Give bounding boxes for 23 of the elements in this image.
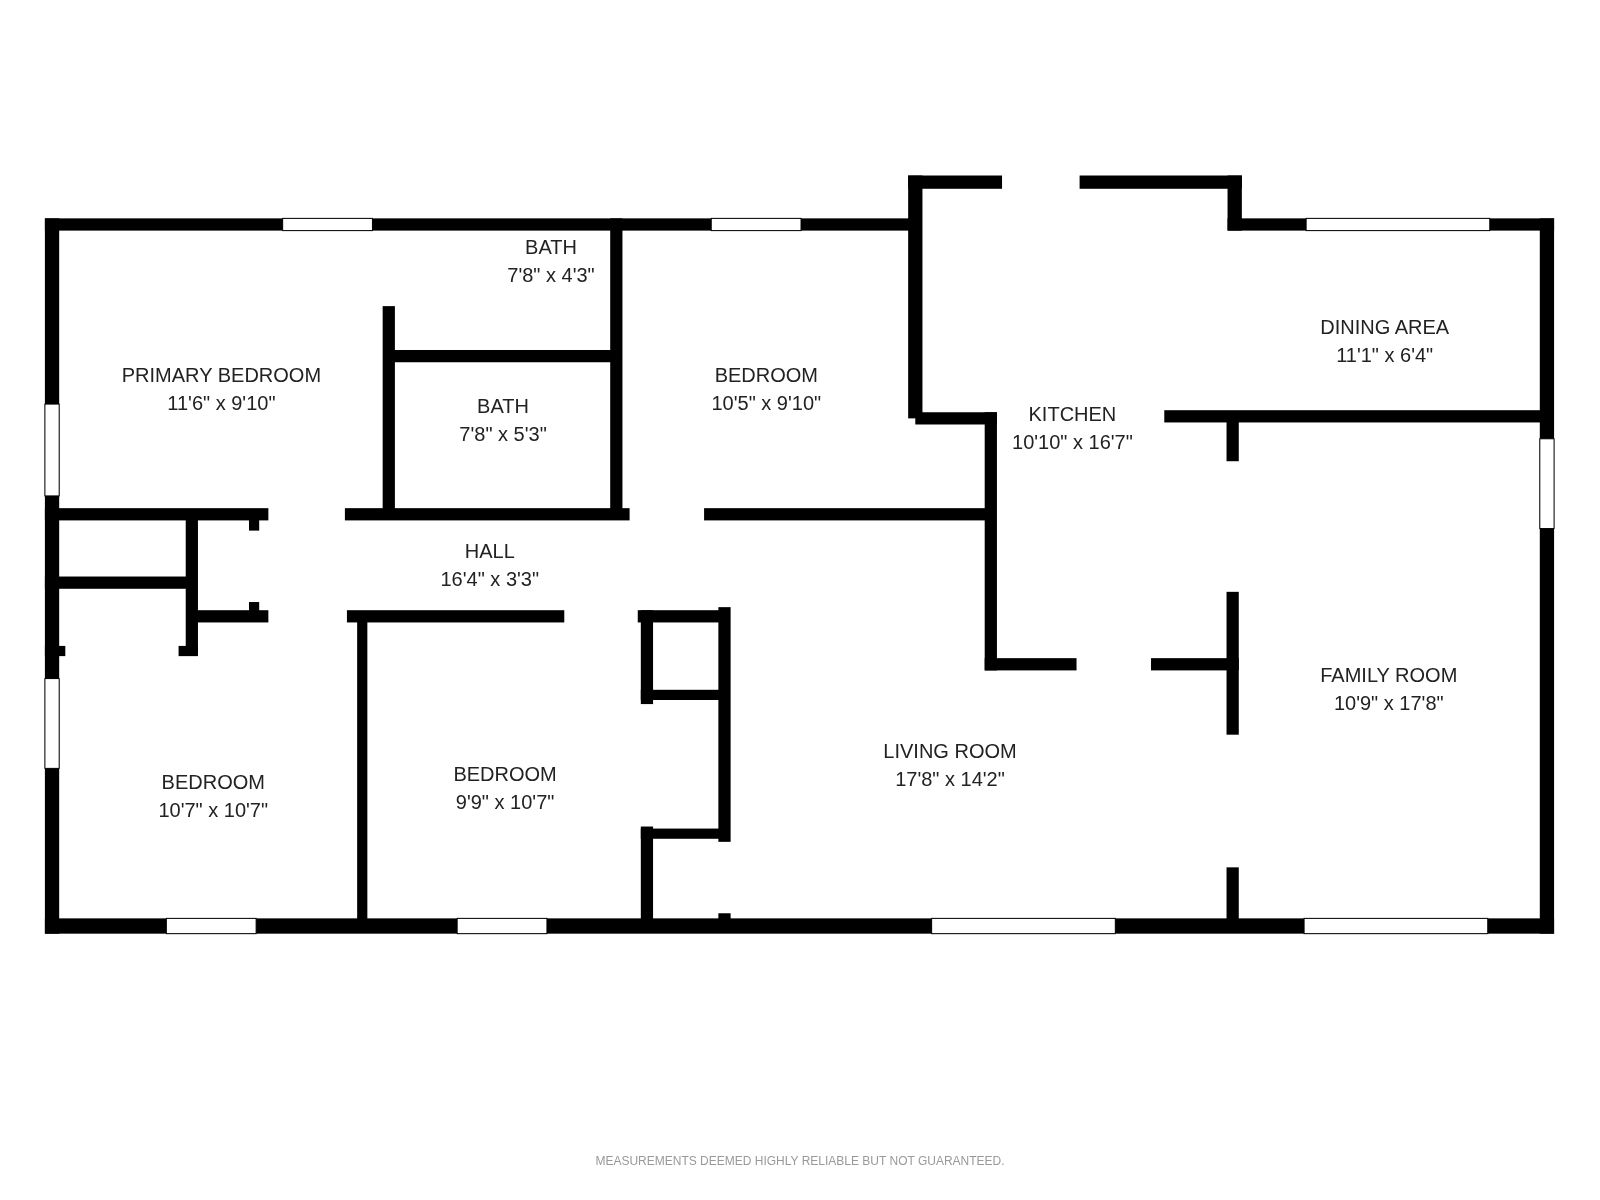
- room-dimensions: 10'7" x 10'7": [158, 797, 269, 823]
- room-name: LIVING ROOM: [883, 739, 1017, 765]
- room-dimensions: 10'10" x 16'7": [1012, 429, 1133, 455]
- room-name: BEDROOM: [453, 761, 557, 787]
- room-dimensions: 11'1" x 6'4": [1336, 342, 1434, 368]
- room-dimensions: 16'4" x 3'3": [440, 567, 540, 593]
- room-dimensions: 9'9" x 10'7": [455, 789, 555, 815]
- room-name: PRIMARY BEDROOM: [121, 362, 322, 388]
- room-dimensions: 10'5" x 9'10": [711, 390, 822, 416]
- room-name: BATH: [477, 394, 529, 420]
- room-dimensions: 10'9" x 17'8": [1333, 690, 1444, 716]
- room-name: KITCHEN: [1028, 401, 1117, 427]
- room-dimensions: 7'8" x 5'3": [459, 422, 547, 448]
- room-name: BEDROOM: [714, 362, 818, 388]
- room-dimensions: 17'8" x 14'2": [895, 767, 1005, 793]
- room-name: DINING AREA: [1320, 314, 1450, 340]
- room-name: FAMILY ROOM: [1320, 662, 1458, 688]
- disclaimer-note: MEASUREMENTS DEEMED HIGHLY RELIABLE BUT NOT GUARANTEED.: [594, 1153, 1006, 1170]
- room-name: BATH: [525, 235, 577, 261]
- room-dimensions: 7'8" x 4'3": [507, 263, 595, 289]
- room-name: BEDROOM: [161, 769, 265, 795]
- room-dimensions: 11'6" x 9'10": [167, 390, 276, 416]
- room-name: HALL: [464, 539, 515, 565]
